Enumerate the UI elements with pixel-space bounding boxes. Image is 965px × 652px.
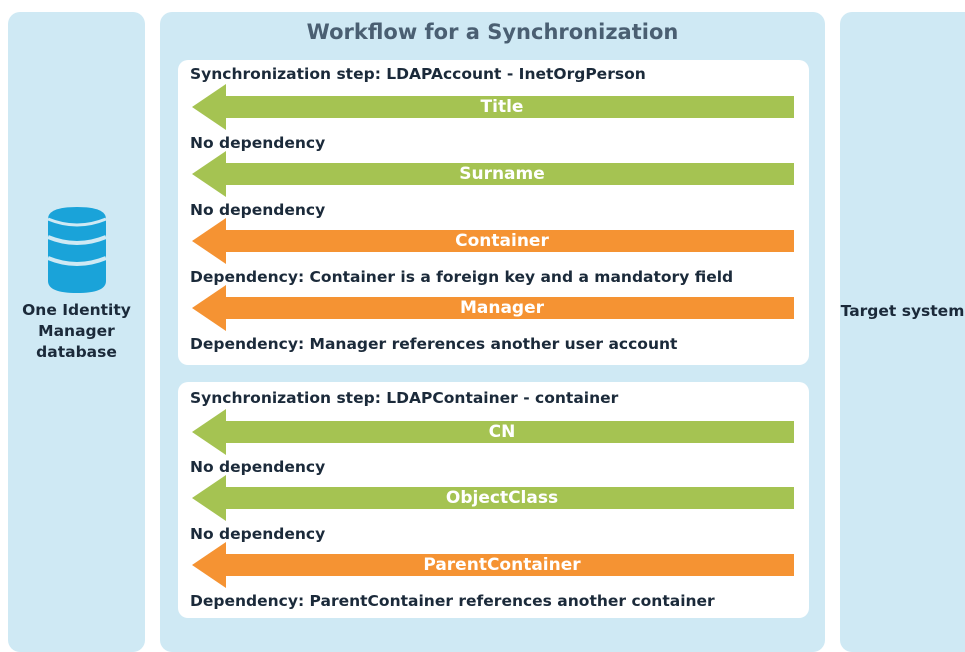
- arrow-head: [192, 218, 226, 264]
- arrow-body: [224, 96, 794, 118]
- property-arrow-container: Container: [192, 218, 794, 264]
- property-arrow-title: Title: [192, 84, 794, 130]
- workflow-title: Workflow for a Synchronization: [306, 20, 679, 44]
- arrow-head: [192, 409, 226, 455]
- property-arrow-parentcontainer: ParentContainer: [192, 542, 794, 588]
- dependency-text: No dependency: [190, 134, 326, 152]
- property-label: CN: [488, 422, 516, 442]
- dependency-text: No dependency: [190, 458, 326, 476]
- arrow-head: [192, 84, 226, 130]
- dependency-text: Dependency: Container is a foreign key a…: [190, 268, 734, 286]
- target-system-panel: Target system: [840, 12, 965, 652]
- property-arrow-objectclass: ObjectClass: [192, 475, 794, 521]
- property-arrow-manager: Manager: [192, 285, 794, 331]
- arrow-body: [224, 230, 794, 252]
- sync-step-title: Synchronization step: LDAPAccount - Inet…: [190, 65, 646, 83]
- database-panel: One Identity Manager database: [8, 12, 145, 652]
- arrow-head: [192, 285, 226, 331]
- property-label: Manager: [459, 298, 545, 318]
- property-label: Container: [455, 231, 549, 251]
- dependency-text: No dependency: [190, 201, 326, 219]
- property-label: ObjectClass: [445, 488, 559, 508]
- arrow-head: [192, 542, 226, 588]
- arrow-body: [224, 487, 794, 509]
- dependency-text: No dependency: [190, 525, 326, 543]
- target-system-label: Target system: [840, 302, 965, 320]
- arrow-head: [192, 475, 226, 521]
- property-label: Title: [480, 97, 524, 117]
- arrow-head: [192, 151, 226, 197]
- sync-step-card: Synchronization step: LDAPContainer - co…: [178, 382, 809, 618]
- sync-step-card: Synchronization step: LDAPAccount - Inet…: [178, 60, 809, 365]
- arrow-body: [224, 297, 794, 319]
- arrow-body: [224, 163, 794, 185]
- dependency-text: Dependency: Manager references another u…: [190, 335, 678, 353]
- sync-step-title: Synchronization step: LDAPContainer - co…: [190, 389, 619, 407]
- property-arrow-cn: CN: [192, 409, 794, 455]
- property-arrow-surname: Surname: [192, 151, 794, 197]
- database-icon: [47, 207, 107, 293]
- arrow-body: [224, 554, 794, 576]
- property-label: ParentContainer: [423, 555, 581, 575]
- database-label: One Identity Manager database: [22, 301, 131, 361]
- property-label: Surname: [459, 164, 545, 184]
- arrow-body: [224, 421, 794, 443]
- dependency-text: Dependency: ParentContainer references a…: [190, 592, 715, 610]
